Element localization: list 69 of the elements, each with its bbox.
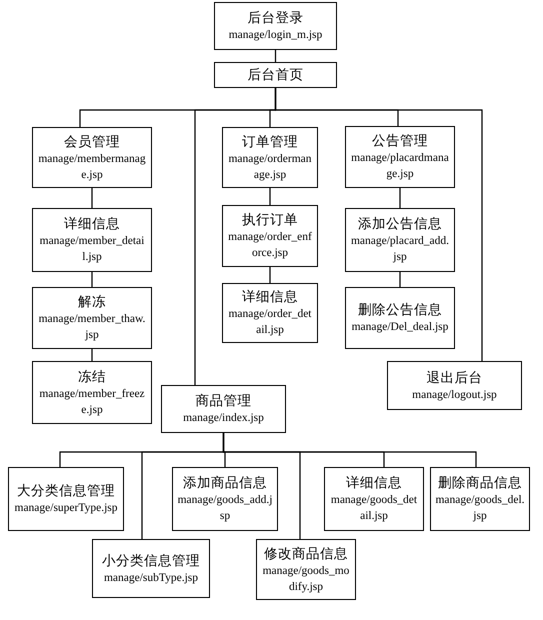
page-title: 退出后台 [426, 368, 482, 386]
page-title: 详细信息 [346, 474, 402, 492]
page-title: 详细信息 [64, 215, 120, 233]
page-title: 解冻 [78, 293, 106, 311]
connector-line [91, 188, 93, 208]
page-title: 添加公告信息 [358, 215, 442, 233]
file-path: manage/order_detail.jsp [227, 307, 312, 338]
page-box [222, 205, 318, 267]
file-path: manage/ordermanage.jsp [227, 152, 312, 182]
page-box [256, 539, 356, 600]
page-box [222, 127, 318, 188]
connector-line [91, 349, 93, 361]
page-title: 后台首页 [248, 66, 304, 84]
page-title: 订单管理 [242, 132, 298, 150]
file-path: manage/member_thaw.jsp [38, 312, 146, 343]
page-box [222, 283, 318, 343]
page-title: 修改商品信息 [264, 544, 348, 562]
page-title: 小分类信息管理 [102, 552, 200, 570]
page-title: 删除商品信息 [438, 474, 522, 492]
page-title: 大分类信息管理 [17, 482, 115, 500]
connector-line [274, 50, 276, 62]
page-title: 公告管理 [372, 132, 428, 150]
page-title: 执行订单 [242, 211, 298, 229]
file-path: manage/goods_add.jsp [177, 493, 273, 524]
file-path: manage/index.jsp [183, 411, 264, 426]
page-box [32, 361, 152, 424]
file-path: manage/member_detail.jsp [38, 234, 146, 265]
page-title: 会员管理 [64, 132, 120, 150]
connector-line [222, 433, 477, 467]
connector-line [269, 267, 271, 283]
file-path: manage/login_m.jsp [228, 28, 322, 43]
page-box [92, 539, 210, 598]
file-path: manage/logout.jsp [412, 388, 497, 402]
page-box [172, 467, 278, 531]
page-box [345, 126, 455, 188]
file-path: manage/member_freeze.jsp [38, 386, 146, 418]
file-path: manage/order_enforce.jsp [227, 230, 313, 261]
connector-line [91, 272, 93, 287]
page-box [324, 467, 424, 531]
page-box [345, 208, 455, 272]
page-title: 添加商品信息 [183, 474, 267, 492]
file-path: manage/Del_deal.jsp [352, 320, 448, 335]
connector-line [274, 88, 483, 361]
file-path: manage/goods_detail.jsp [330, 493, 418, 524]
file-path: manage/subType.jsp [104, 570, 198, 586]
page-title: 冻结 [78, 368, 106, 386]
page-box [387, 361, 522, 410]
page-box [214, 2, 337, 50]
file-path: manage/placard_add.jsp [350, 234, 450, 265]
connector-line [399, 272, 401, 287]
connector-line [399, 188, 401, 208]
page-box [214, 62, 337, 88]
file-path: manage/goods_del.jsp [435, 493, 525, 524]
file-path: manage/membermanage.jsp [37, 152, 147, 182]
page-box [32, 287, 152, 349]
page-title: 删除公告信息 [358, 301, 442, 319]
page-title: 商品管理 [196, 392, 252, 410]
connector-line [269, 188, 271, 205]
file-path: manage/goods_modify.jsp [262, 564, 350, 594]
page-box [32, 208, 152, 272]
page-box [345, 287, 455, 349]
page-box [8, 467, 124, 531]
file-path: manage/placardmanage.jsp [350, 151, 450, 182]
page-box [430, 467, 530, 531]
file-path: manage/superType.jsp [14, 501, 118, 516]
page-title: 详细信息 [242, 288, 298, 306]
page-box [161, 385, 286, 433]
page-box [32, 127, 152, 188]
page-title: 后台登录 [248, 9, 304, 27]
